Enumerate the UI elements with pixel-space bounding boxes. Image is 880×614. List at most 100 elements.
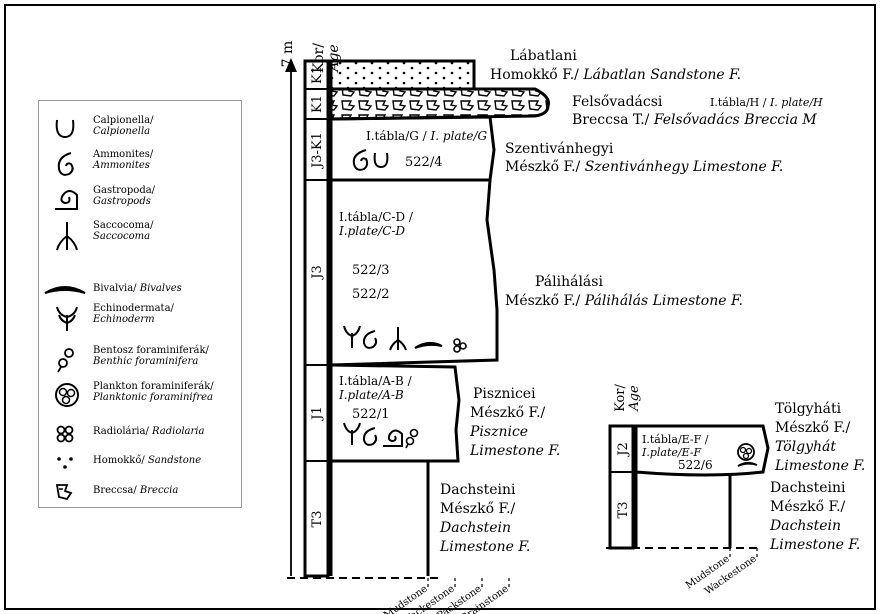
unit-desc: Mészkő F./	[470, 405, 546, 421]
unit-pisznice: Pisznicei Mészkő F./ Pisznice Limestone …	[469, 386, 560, 459]
unit-name: Dachsteini	[770, 480, 846, 496]
unit-szentivanhegy: Szentivánhegyi Mészkő F./ Szentivánhegy …	[505, 141, 783, 175]
age2-header-main: Kor/	[613, 383, 628, 411]
fossil-bivalve-icon	[737, 461, 758, 467]
legend-en: Planktonic foraminifrea	[93, 392, 213, 403]
unit-dachstein-2: Dachsteini Mészkő F./ Dachstein Limeston…	[769, 480, 860, 553]
sandstone-icon	[57, 457, 73, 469]
age2-label-t3: T3	[616, 502, 631, 519]
legend: Calpionella/Calpionella Ammonites/Ammoni…	[38, 100, 242, 508]
legend-item-calpionella: Calpionella/Calpionella	[39, 113, 241, 143]
legend-item-breccia: Breccsa/ Breccia	[39, 479, 241, 501]
figure-frame	[4, 4, 876, 610]
age-header-main: Kor/	[311, 43, 327, 73]
benthic-foram-icon	[57, 348, 74, 373]
bivalve-icon	[44, 286, 86, 294]
unit-desc: Mészkő F./	[440, 501, 516, 517]
plankton-foram-icon	[55, 383, 79, 407]
legend-item-sandstone: Homokkő/ Sandstone	[39, 451, 241, 471]
breccia-icon	[55, 484, 73, 501]
unit-desc: Mészkő F./	[775, 420, 851, 436]
unit-name: Szentivánhegyi	[505, 141, 614, 157]
age2-header-alt: Age	[627, 385, 642, 412]
saccocoma-icon	[56, 222, 78, 251]
fossil-plankton-foram-icon	[737, 443, 755, 461]
legend-item-echinodermata: Echinodermata/Echinoderm	[39, 301, 241, 331]
legend-en: Sandstone	[147, 455, 202, 466]
unit-desc: Limestone F.	[769, 537, 860, 553]
fossil-benthic-foram-icon	[405, 428, 419, 449]
unit-desc: Mészkő F./ Pálihálás Limestone F.	[505, 293, 743, 309]
sample-522-3: 522/3	[352, 263, 389, 278]
unit-palihalas: Pálihálási Mészkő F./ Pálihálás Limeston…	[505, 274, 743, 309]
unit-name: Felsővadácsi	[572, 94, 663, 110]
legend-item-saccocoma: Saccocoma/Saccocoma	[39, 218, 241, 251]
unit-felsovadacs: Felsővadácsi I.tábla/H / I. plate/H Brec…	[572, 94, 823, 128]
szentivanhegy-layer	[329, 115, 496, 182]
plate-label-h: I.tábla/H / I. plate/H	[710, 96, 823, 109]
plate-label-g: I.tábla/G / I. plate/G	[366, 129, 488, 143]
fossil-ammonite-icon	[362, 427, 378, 446]
legend-item-benthic-foram: Bentosz foraminiferák/Benthic foraminife…	[39, 343, 241, 373]
age-label-t3: T3	[310, 511, 325, 528]
legend-hu: Gastropoda/	[93, 185, 156, 196]
legend-en: Ammonites	[93, 160, 150, 171]
legend-item-gastropoda: Gastropoda/Gastropods	[39, 183, 241, 213]
unit-desc: Mészkő F./ Szentivánhegy Limestone F.	[505, 159, 783, 175]
legend-hu: Bentosz foraminiferák/	[93, 345, 209, 356]
palihalas-layer	[330, 179, 499, 367]
fossil-ammonite-icon	[352, 149, 369, 171]
legend-en: Saccocoma	[93, 231, 151, 242]
legend-en: Gastropods	[93, 196, 151, 207]
legend-en: Echinoderm	[93, 314, 155, 325]
unit-desc: Mészkő F./	[770, 499, 846, 515]
age-label-k1-top: K1	[310, 66, 325, 84]
unit-desc: Tölgyhát	[775, 439, 836, 455]
age-label-j1: J1	[310, 406, 325, 421]
age-label-j3: J3	[310, 265, 325, 280]
calpionella-icon	[55, 119, 75, 139]
fossil-echinoderm-icon	[343, 422, 361, 445]
plate-label-ab-en: I.plate/A-B	[338, 388, 404, 402]
fossil-bivalve-icon	[414, 342, 443, 349]
sample-522-6: 522/6	[678, 458, 713, 472]
unit-labatlan: Lábatlani Homokkő F./ Lábatlan Sandstone…	[490, 48, 741, 83]
sample-522-2: 522/2	[352, 287, 389, 302]
pisznice-layer	[330, 363, 461, 463]
lithological-column	[329, 59, 550, 576]
fossil-gastropod-icon	[383, 429, 403, 447]
echinoderm-icon	[56, 306, 78, 331]
legend-hu: Ammonites/	[93, 149, 154, 160]
texture-scale	[427, 578, 510, 590]
unit-desc: Breccsa T./ Felsővadács Breccia M	[572, 112, 817, 128]
legend-item-bivalvia: Bivalvia/ Bivalves	[39, 281, 241, 299]
fossil-ammonite-icon	[362, 330, 378, 349]
legend-item-plankton-foram: Plankton foraminiferák/Planktonic forami…	[39, 379, 241, 409]
age-label-k1: K1	[310, 95, 325, 113]
sample-522-1: 522/1	[352, 407, 389, 422]
legend-hu: Bivalvia/	[93, 283, 137, 294]
plate-label-cd-en: I.plate/C-D	[338, 224, 405, 238]
fossil-radiolaria-icon	[453, 338, 467, 353]
unit-desc: Pisznice	[469, 424, 528, 440]
gastropod-icon	[55, 190, 78, 210]
unit-desc: Limestone F.	[439, 539, 530, 555]
scale-label: 7 m	[280, 41, 296, 68]
unit-name: Lábatlani	[510, 48, 577, 64]
scale-bar: 7 m	[280, 41, 297, 576]
ammonite-icon	[57, 152, 74, 176]
unit-name: Dachsteini	[440, 482, 516, 498]
unit-desc: Homokkő F./ Lábatlan Sandstone F.	[490, 67, 741, 83]
legend-en: Bivalves	[139, 283, 182, 294]
unit-desc: Dachstein	[769, 518, 841, 534]
plate-label-ab: I.tábla/A-B /	[339, 374, 413, 388]
sample-522-4: 522/4	[405, 155, 442, 170]
legend-en: Radiolaria	[152, 426, 205, 437]
unit-desc: Limestone F.	[469, 443, 560, 459]
plate-label-cd: I.tábla/C-D /	[339, 210, 414, 224]
plate-label-ef: I.tábla/E-F /	[642, 433, 709, 446]
legend-hu: Calpionella/	[93, 115, 154, 126]
legend-hu: Breccsa/	[93, 485, 137, 496]
tolgyhat-layer	[634, 424, 770, 477]
